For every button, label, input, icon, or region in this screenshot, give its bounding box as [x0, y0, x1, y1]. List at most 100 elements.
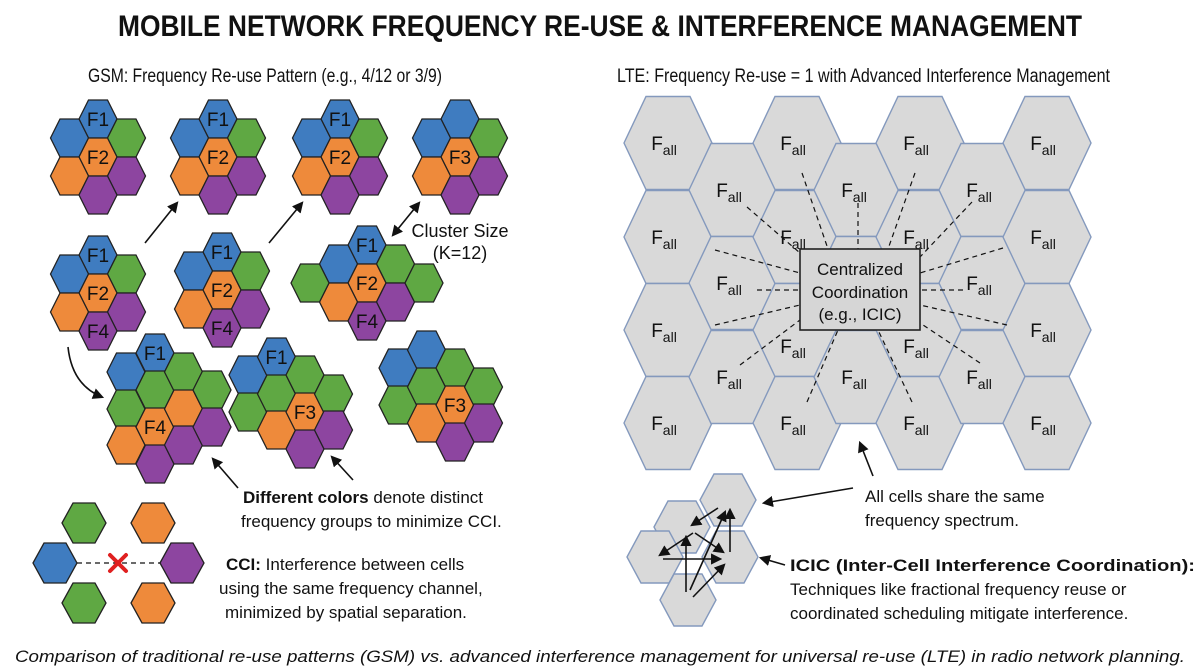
- label-main: F: [903, 337, 915, 358]
- label-main: F: [651, 228, 663, 249]
- icic-cell: [626, 530, 684, 584]
- cell-label: Fall: [651, 414, 677, 438]
- coordination-link: [919, 322, 981, 364]
- cci-illustration: [32, 502, 205, 624]
- cci-cell-orange: [130, 502, 176, 544]
- label-main: F: [903, 228, 915, 249]
- coordination-link: [919, 201, 973, 258]
- colors-arrow-1: [211, 457, 239, 489]
- cell-label: Fall: [651, 228, 677, 252]
- cci-cell-blue: [32, 542, 78, 584]
- label-sub: all: [1042, 142, 1056, 158]
- icic-arrow: [758, 555, 786, 566]
- cell-label: F2: [329, 148, 351, 169]
- cell-label: Fall: [966, 274, 992, 298]
- centralized-coordination-box: Centralized Coordination (e.g., ICIC): [799, 248, 921, 331]
- label-main: F: [780, 337, 792, 358]
- cell-label: F4: [356, 312, 379, 333]
- cci-rest: Interference between cells: [261, 555, 464, 574]
- label-sub: all: [853, 189, 867, 205]
- cci-cell-purple: [159, 542, 205, 584]
- cci-line-3: minimized by spatial separation.: [225, 603, 467, 622]
- colors-note-bold: Different colors: [243, 488, 369, 507]
- gsm-cell-purple: [198, 175, 238, 215]
- label-main: F: [1030, 321, 1042, 342]
- gsm-cell-purple: [78, 311, 118, 351]
- coordination-links: [714, 172, 1008, 403]
- label-main: F: [651, 134, 663, 155]
- colors-note-line-1: Different colors denote distinct: [243, 488, 483, 507]
- cci-line-2: using the same frequency channel,: [219, 579, 483, 598]
- label-main: F: [716, 368, 728, 389]
- reuse-arrow-1: [144, 201, 179, 244]
- label-main: F: [1030, 414, 1042, 435]
- label-sub: all: [1042, 422, 1056, 438]
- cell-label: F2: [211, 281, 233, 302]
- lte-cell: Fall: [938, 329, 1028, 425]
- lte-cell: Fall: [938, 142, 1028, 238]
- icic-cell: [699, 473, 757, 527]
- cell-label: F1: [329, 110, 351, 131]
- coordination-link: [746, 206, 801, 254]
- gsm-cell-purple: [192, 407, 232, 447]
- label-sub: all: [663, 422, 677, 438]
- cell-label: F3: [449, 148, 471, 169]
- label-sub: all: [978, 189, 992, 205]
- coordination-link: [801, 172, 829, 250]
- label-sub: all: [792, 142, 806, 158]
- label-sub: all: [915, 142, 929, 158]
- cell-label: F1: [207, 110, 229, 131]
- cci-bold: CCI:: [226, 555, 261, 574]
- cell-label: Fall: [841, 368, 867, 392]
- coordination-link: [714, 249, 801, 274]
- cell-label: Fall: [903, 134, 929, 158]
- label-main: F: [651, 414, 663, 435]
- cell-label: F4: [87, 322, 110, 343]
- label-sub: all: [728, 376, 742, 392]
- label-main: F: [841, 181, 853, 202]
- gsm-cell-purple: [463, 403, 504, 443]
- share-arrow-up: [858, 440, 874, 477]
- lte-cell: Fall: [1002, 375, 1092, 471]
- label-main: F: [966, 181, 978, 202]
- lte-cell: Fall: [1002, 282, 1092, 378]
- cell-label: Fall: [903, 228, 929, 252]
- lte-cell: Fall: [688, 235, 778, 331]
- gsm-cell-purple: [440, 175, 480, 215]
- label-main: F: [780, 228, 792, 249]
- box-line-3: (e.g., ICIC): [818, 305, 901, 324]
- box-line-2: Coordination: [812, 283, 908, 302]
- cell-label: Fall: [780, 414, 806, 438]
- cci-cell-orange: [130, 582, 176, 624]
- cell-label: F1: [356, 236, 378, 257]
- coordination-link: [919, 247, 1004, 274]
- label-main: F: [966, 274, 978, 295]
- label-main: F: [1030, 228, 1042, 249]
- cell-label: F2: [87, 284, 109, 305]
- cell-label: Fall: [780, 134, 806, 158]
- share-line-2: frequency spectrum.: [865, 511, 1019, 530]
- lte-cell: Fall: [623, 375, 713, 471]
- curved-arrow: [67, 346, 105, 399]
- lte-cell: Fall: [875, 375, 965, 471]
- cci-cell-green: [61, 502, 107, 544]
- cell-label: F3: [294, 403, 316, 424]
- label-main: F: [780, 414, 792, 435]
- interference-arrow: [694, 532, 725, 554]
- cci-line-1: CCI: Interference between cells: [226, 555, 464, 574]
- colors-arrow-2: [330, 455, 354, 481]
- icic-illustration: [626, 473, 759, 627]
- label-sub: all: [1042, 236, 1056, 252]
- cell-label: Fall: [716, 368, 742, 392]
- gsm-cell-purple: [313, 410, 354, 450]
- icic-line-3: coordinated scheduling mitigate interfer…: [790, 604, 1128, 623]
- cell-label: Fall: [966, 368, 992, 392]
- share-line-1: All cells share the same: [865, 487, 1045, 506]
